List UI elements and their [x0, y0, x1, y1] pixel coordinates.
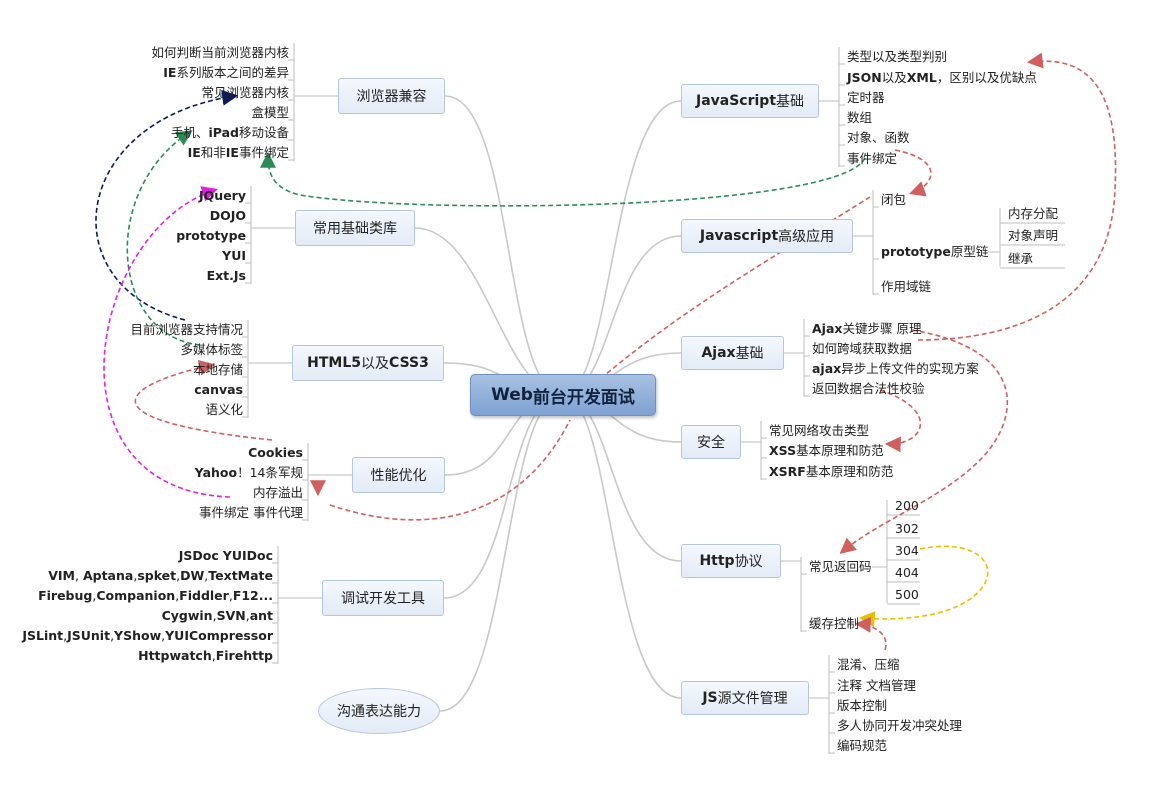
relation-event-proxy-to-center	[329, 419, 571, 521]
leaf-left-3-5[interactable]: 语义化	[205, 402, 243, 417]
subleaf-right-5-3[interactable]: 304	[895, 543, 919, 558]
relation-event-to-ie-binding	[260, 151, 866, 207]
relation-ajax-to-json	[917, 52, 1117, 341]
leaf-right-4-3[interactable]: XSRF基本原理和防范	[769, 464, 894, 479]
leaf-left-4-1[interactable]: Cookies	[248, 445, 303, 460]
leaf-left-4-4[interactable]: 事件绑定 事件代理	[199, 505, 303, 520]
subleaf-right-2-2[interactable]: 对象声明	[1008, 228, 1059, 243]
leaf-left-2-5[interactable]: Ext.Js	[206, 268, 246, 283]
leaf-right-1-5[interactable]: 对象、函数	[847, 130, 910, 145]
relation-cookies-to-storage	[134, 359, 273, 441]
subleaf-right-2-3[interactable]: 继承	[1008, 251, 1034, 266]
leaf-left-1-5[interactable]: 手机、iPad移动设备	[170, 125, 289, 140]
leaf-left-3-4[interactable]: canvas	[194, 382, 243, 397]
leaf-left-4-2[interactable]: Yahoo！14条军规	[194, 465, 303, 480]
leaf-right-1-6[interactable]: 事件绑定	[847, 151, 898, 166]
leaf-left-2-1[interactable]: JQuery	[199, 188, 246, 203]
leaf-right-6-3[interactable]: 版本控制	[837, 698, 888, 713]
leaf-right-6-4[interactable]: 多人协同开发冲突处理	[837, 718, 963, 733]
leaf-left-2-4[interactable]: YUI	[222, 248, 246, 263]
branch-left-4[interactable]: 性能优化	[352, 457, 445, 493]
leaf-left-5-1[interactable]: JSDoc YUIDoc	[178, 548, 273, 563]
subleaf-right-5-5[interactable]: 500	[895, 587, 919, 602]
leaf-right-3-1[interactable]: Ajax关键步骤 原理	[812, 321, 922, 336]
relation-event-to-jquery	[103, 186, 231, 498]
subleaf-right-5-2[interactable]: 302	[895, 521, 919, 536]
relation-ajax-to-http	[839, 329, 1008, 555]
relation-media-to-mobile	[126, 130, 201, 346]
branch-left-6[interactable]: 沟通表达能力	[318, 688, 440, 734]
leaf-right-1-2[interactable]: JSON以及XML，区别以及优缺点	[847, 70, 1037, 85]
leaf-right-1-1[interactable]: 类型以及类型判别	[847, 49, 948, 64]
branch-left-1[interactable]: 浏览器兼容	[338, 78, 445, 114]
branch-right-4[interactable]: 安全	[681, 425, 741, 459]
leaf-left-1-3[interactable]: 常见浏览器内核	[201, 85, 289, 100]
leaf-right-3-2[interactable]: 如何跨域获取数据	[812, 341, 913, 356]
leaf-right-4-1[interactable]: 常见网络攻击类型	[769, 423, 870, 438]
leaf-right-6-5[interactable]: 编码规范	[837, 738, 888, 753]
subleaf-right-2-1[interactable]: 内存分配	[1008, 206, 1059, 221]
relation-jsfile-to-cache	[854, 616, 887, 651]
leaf-left-4-3[interactable]: 内存溢出	[252, 485, 303, 500]
subleaf-right-5-1[interactable]: 200	[895, 498, 919, 513]
leaf-right-2-1[interactable]: 闭包	[881, 192, 907, 207]
leaf-left-5-4[interactable]: Cygwin,SVN,ant	[161, 608, 273, 623]
leaf-right-1-4[interactable]: 数组	[847, 110, 873, 125]
leaf-right-5-1[interactable]: 常见返回码	[809, 559, 872, 574]
leaf-left-3-2[interactable]: 多媒体标签	[180, 342, 243, 357]
leaf-right-3-4[interactable]: 返回数据合法性校验	[812, 381, 925, 396]
leaf-left-5-3[interactable]: Firebug,Companion,Fiddler,F12...	[38, 588, 273, 603]
leaf-right-2-3[interactable]: 作用域链	[881, 279, 932, 294]
leaf-left-2-3[interactable]: prototype	[176, 228, 246, 243]
branch-left-2[interactable]: 常用基础类库	[295, 210, 415, 246]
relation-validate-to-xss	[879, 389, 922, 453]
leaf-left-1-2[interactable]: IE系列版本之间的差异	[163, 65, 289, 80]
leaf-right-1-3[interactable]: 定时器	[847, 90, 885, 105]
leaf-right-6-1[interactable]: 混淆、压缩	[837, 657, 900, 672]
branch-right-3[interactable]: Ajax 基础	[681, 336, 784, 370]
relation-304-to-cache	[858, 545, 989, 628]
leaf-left-1-1[interactable]: 如何判断当前浏览器内核	[151, 45, 289, 60]
leaf-left-5-5[interactable]: JSLint,JSUnit,YShow,YUICompressor	[22, 628, 273, 643]
leaf-left-5-2[interactable]: VIM, Aptana,spket,DW,TextMate	[48, 568, 273, 583]
leaf-left-2-2[interactable]: DOJO	[209, 208, 246, 223]
leaf-left-5-6[interactable]: Httpwatch,Firehttp	[138, 648, 273, 663]
relation-event-to-closure	[894, 149, 932, 197]
leaf-right-2-2[interactable]: prototype原型链	[881, 244, 989, 259]
leaf-right-3-3[interactable]: ajax异步上传文件的实现方案	[812, 361, 979, 376]
leaf-left-3-3[interactable]: 本地存储	[192, 362, 243, 377]
leaf-right-5-2[interactable]: 缓存控制	[809, 616, 860, 631]
subleaf-right-5-4[interactable]: 404	[895, 565, 919, 580]
leaf-left-3-1[interactable]: 目前浏览器支持情况	[130, 322, 243, 337]
leaf-right-6-2[interactable]: 注释 文档管理	[837, 678, 916, 693]
leaf-right-4-2[interactable]: XSS基本原理和防范	[769, 443, 884, 458]
branch-left-5[interactable]: 调试开发工具	[322, 580, 444, 616]
leaf-left-1-4[interactable]: 盒模型	[251, 105, 289, 120]
leaf-left-1-6[interactable]: IE和非IE事件绑定	[187, 145, 289, 160]
